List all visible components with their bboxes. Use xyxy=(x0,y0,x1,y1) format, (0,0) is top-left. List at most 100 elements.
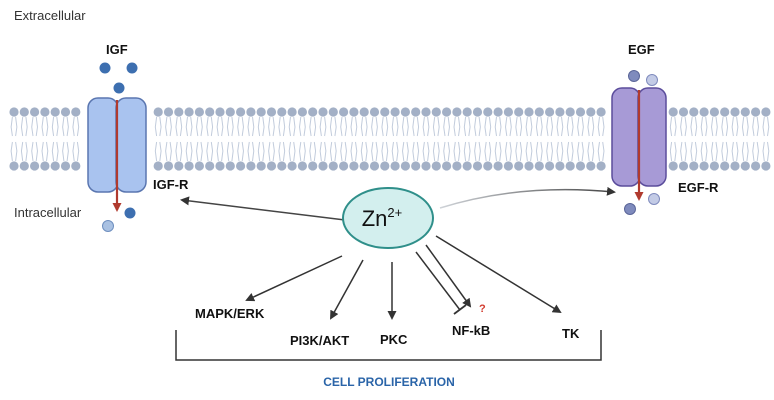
lipid-tail xyxy=(762,116,765,137)
lipid-tail xyxy=(375,141,378,162)
lipid-tail xyxy=(767,116,770,137)
lipid-head xyxy=(730,107,740,117)
lipid-tail xyxy=(299,141,302,162)
lipid-tail xyxy=(169,141,172,162)
lipid-tail xyxy=(746,141,749,162)
lipid-head xyxy=(215,107,225,117)
lipid-head xyxy=(236,161,246,171)
lipid-head xyxy=(318,107,328,117)
lipid-head xyxy=(277,161,287,171)
lipid-tail xyxy=(179,116,183,137)
lipid-tail xyxy=(381,116,384,137)
lipid-tail xyxy=(46,141,49,162)
lipid-tail xyxy=(525,116,528,137)
lipid-tail xyxy=(437,141,440,162)
lipid-tail xyxy=(690,116,693,137)
lipid-tail xyxy=(694,116,698,137)
lipid-tail xyxy=(72,116,75,137)
lipid-head xyxy=(328,107,338,117)
lipid-tail xyxy=(262,141,265,162)
lipid-tail xyxy=(519,116,523,137)
lipid-tail xyxy=(210,141,214,162)
lipid-head xyxy=(174,107,184,117)
lipid-head xyxy=(266,161,277,171)
lipid-tail xyxy=(268,116,271,137)
lipid-head xyxy=(534,161,544,171)
lipid-tail xyxy=(725,116,729,137)
lipid-tail xyxy=(360,116,364,137)
lipid-tail xyxy=(571,116,574,137)
lipid-tail xyxy=(499,116,502,137)
lipid-head xyxy=(380,161,390,171)
lipid-head xyxy=(483,107,493,117)
lipid-head xyxy=(174,161,184,171)
lipid-tail xyxy=(731,116,734,137)
lipid-tail xyxy=(494,116,497,137)
nf-kb-label: NF-kB xyxy=(452,323,490,338)
lipid-tail xyxy=(344,116,347,137)
cell-proliferation-label: CELL PROLIFERATION xyxy=(323,375,455,389)
lipid-tail xyxy=(154,141,158,162)
lipid-tail xyxy=(581,116,584,137)
lipid-tail xyxy=(690,141,693,162)
lipid-head xyxy=(524,107,534,117)
lipid-tail xyxy=(185,141,188,162)
lipid-tail xyxy=(334,116,337,137)
igf-receptor xyxy=(87,97,147,212)
egf-ligand-molecule xyxy=(648,193,660,205)
extracellular-label: Extracellular xyxy=(14,8,86,23)
egf-label: EGF xyxy=(628,42,655,57)
egf-receptor xyxy=(611,87,667,201)
igf-r-label: IGF-R xyxy=(153,177,189,192)
lipid-head xyxy=(761,161,771,171)
tk-label: TK xyxy=(562,326,580,341)
lipid-tail xyxy=(231,116,234,137)
lipid-tail xyxy=(216,116,219,137)
lipid-tail xyxy=(546,141,549,162)
lipid-tail xyxy=(509,141,512,162)
lipid-tail xyxy=(365,141,368,162)
lipid-tail xyxy=(165,141,168,162)
lipid-head xyxy=(462,107,472,117)
zinc-to-tk-arrow xyxy=(435,235,562,314)
lipid-head xyxy=(596,161,606,171)
lipid-tail xyxy=(525,141,528,162)
lipid-tail xyxy=(684,141,687,162)
lipid-tail xyxy=(674,141,677,162)
lipid-head xyxy=(709,161,720,171)
nf-kb-question-mark: ? xyxy=(479,303,486,315)
lipid-tail xyxy=(731,141,734,162)
lipid-head xyxy=(503,161,513,171)
lipid-tail xyxy=(674,116,677,137)
lipid-tail xyxy=(340,141,343,162)
lipid-tail xyxy=(767,141,770,162)
lipid-head xyxy=(720,161,730,171)
lipid-tail xyxy=(752,116,755,137)
membrane-lipid-heads xyxy=(9,107,771,171)
lipid-tail xyxy=(221,116,224,137)
lipid-head xyxy=(256,107,266,117)
lipid-tail xyxy=(546,116,549,137)
lipid-tail xyxy=(756,141,759,162)
lipid-tail xyxy=(566,116,570,137)
zinc-to-igf-r-arrow xyxy=(180,196,346,221)
lipid-tail xyxy=(190,141,193,162)
lipid-tail xyxy=(571,141,574,162)
lipid-tail xyxy=(355,116,358,137)
lipid-tail xyxy=(752,141,755,162)
igf-ligand-molecule xyxy=(126,62,138,74)
lipid-head xyxy=(678,107,689,117)
lipid-tail xyxy=(412,141,415,162)
lipid-tail xyxy=(591,141,595,162)
lipid-head xyxy=(297,107,307,117)
lipid-tail xyxy=(206,116,209,137)
lipid-head xyxy=(483,161,493,171)
lipid-head xyxy=(19,107,29,117)
lipid-tail xyxy=(299,116,302,137)
lipid-head xyxy=(205,107,215,117)
lipid-head xyxy=(689,161,699,171)
lipid-head xyxy=(555,107,565,117)
lipid-tail xyxy=(515,141,518,162)
lipid-tail xyxy=(427,116,430,137)
lipid-tail xyxy=(241,141,244,162)
